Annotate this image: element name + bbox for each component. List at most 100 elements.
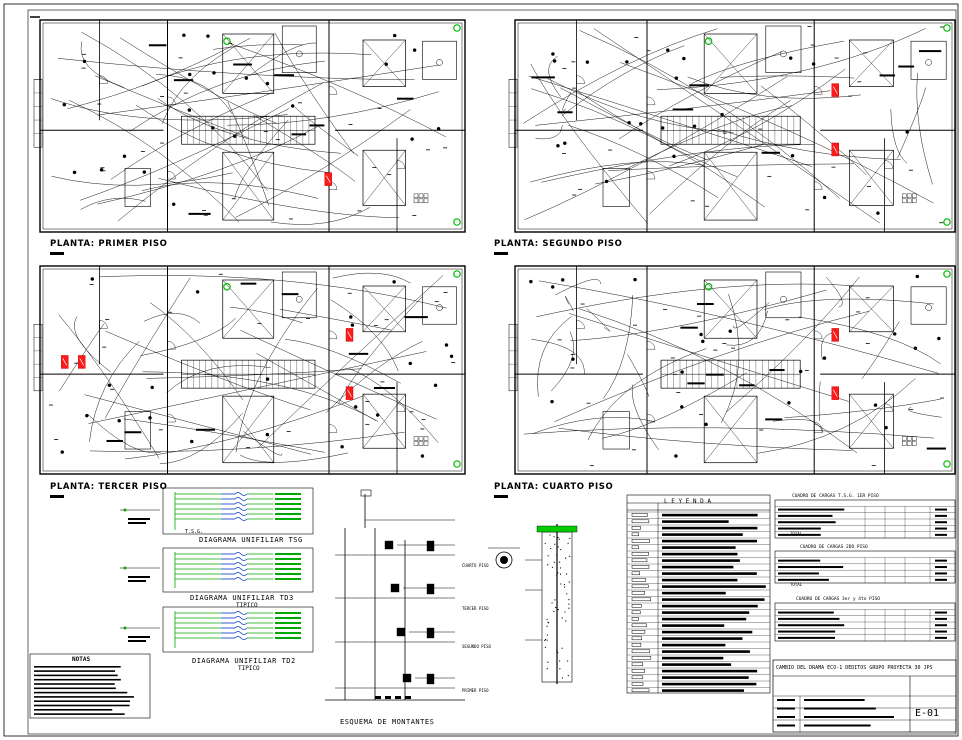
- feeder-label: [128, 640, 146, 642]
- wiring-circuit: [721, 293, 740, 423]
- breaker-symbol: [234, 517, 248, 521]
- bathroom: [602, 168, 630, 207]
- meter-box: [402, 673, 412, 683]
- light-fixture: [82, 59, 87, 64]
- diagram-label-td3: DIAGRAMA UNIFILIAR TD3: [190, 594, 294, 602]
- bathroom: [765, 271, 802, 319]
- light-fixture: [822, 195, 827, 200]
- soil-hatch: [559, 660, 561, 662]
- legend-description: [662, 520, 729, 523]
- wiring-circuit: [757, 378, 916, 454]
- switch-symbol: [453, 218, 461, 226]
- wiring-circuit: [687, 76, 861, 99]
- room-label: [531, 76, 555, 79]
- shaft-box: [849, 39, 894, 87]
- floor-label: SEGUNDO PISO: [462, 644, 491, 649]
- legend-symbol: [631, 552, 649, 556]
- feeder-node: [123, 566, 127, 570]
- shaft-box: [362, 149, 406, 206]
- soil-hatch: [566, 573, 568, 575]
- diagram-label-td2: DIAGRAMA UNIFILIAR TD2: [192, 657, 296, 665]
- room-label: [373, 386, 395, 389]
- shaft-box: [362, 39, 406, 87]
- panel-mark: [325, 175, 331, 183]
- wiring-circuit: [140, 318, 236, 356]
- note-text: [34, 709, 113, 711]
- toilet-symbol: [296, 50, 303, 58]
- legend-symbol: [631, 662, 644, 667]
- title-block-text: [804, 699, 865, 701]
- wiring-circuit: [80, 41, 125, 88]
- diagram-label-td2-tipico: TIPICO: [238, 665, 260, 672]
- fixture: [413, 198, 419, 204]
- plan-title-segundo-piso: PLANTA: SEGUNDO PISO: [494, 239, 623, 249]
- legend-description: [662, 591, 726, 595]
- light-fixture: [915, 274, 920, 279]
- light-fixture: [704, 422, 708, 427]
- wiring-circuit: [235, 288, 318, 453]
- shaft-box: [849, 285, 894, 333]
- door-swing: [328, 330, 338, 339]
- toilet-symbol: [296, 296, 303, 303]
- wiring-circuit: [338, 296, 423, 404]
- load-description: [778, 508, 845, 511]
- soil-hatch: [569, 537, 571, 540]
- load-description: [778, 527, 821, 530]
- fixture: [418, 193, 424, 199]
- light-fixture: [85, 413, 89, 418]
- light-fixture: [211, 126, 215, 130]
- light-fixture: [937, 336, 941, 341]
- wiring-circuit: [123, 418, 325, 453]
- legend-symbol: [631, 584, 649, 589]
- light-fixture: [62, 102, 66, 107]
- fixture: [418, 198, 424, 204]
- wiring-circuit: [227, 101, 270, 206]
- legend-symbol: [631, 656, 652, 660]
- bathroom: [124, 168, 151, 207]
- light-fixture: [798, 369, 803, 374]
- panel-mark: [832, 145, 838, 154]
- title-block-text: [804, 716, 894, 718]
- shaft-cross: [222, 279, 274, 339]
- light-fixture: [822, 356, 827, 360]
- wiring-circuit: [760, 85, 867, 176]
- plan-scale-bar: [494, 252, 508, 255]
- title-block-text: [777, 716, 795, 718]
- door-swing: [646, 340, 656, 350]
- legend-symbol: [631, 623, 647, 628]
- wiring-circuit: [535, 124, 563, 140]
- room-label: [106, 439, 123, 442]
- ground-mark: [385, 696, 391, 699]
- legend-description: [662, 676, 749, 679]
- plan-scale-bar: [494, 495, 508, 498]
- feeder-label: [128, 518, 150, 520]
- circuit-label: [275, 568, 301, 570]
- door-swing: [646, 170, 656, 180]
- exterior-wall-inner: [42, 268, 463, 472]
- notes-title: NOTAS: [72, 656, 91, 663]
- wiring-circuit: [861, 321, 900, 379]
- soil-hatch: [563, 583, 566, 586]
- shaft-box: [222, 279, 275, 339]
- shaft-box: [222, 395, 275, 464]
- legend-symbol: [631, 643, 642, 647]
- light-fixture: [550, 285, 555, 289]
- wiring-circuit: [80, 197, 146, 210]
- circuit-label: [275, 553, 301, 555]
- load-value: [935, 566, 947, 569]
- soil-hatch: [569, 555, 571, 558]
- wiring-circuit: [691, 40, 845, 84]
- breaker-symbol: [234, 497, 248, 501]
- wiring-circuit: [143, 313, 201, 324]
- shaft-cross: [849, 394, 894, 449]
- circuit-label: [275, 518, 301, 520]
- legend-symbol: [631, 565, 650, 569]
- shaft-cross: [704, 152, 758, 221]
- fixture: [902, 441, 907, 446]
- soil-hatch: [547, 622, 550, 624]
- wiring-circuit: [330, 299, 399, 372]
- titleblock-project: CAMBIO DEL DRAMA ECO-1 DEDITOS GRUPO PRO…: [776, 665, 933, 671]
- wiring-circuit: [554, 310, 870, 422]
- room-label: [281, 293, 299, 296]
- legend-description: [662, 572, 757, 575]
